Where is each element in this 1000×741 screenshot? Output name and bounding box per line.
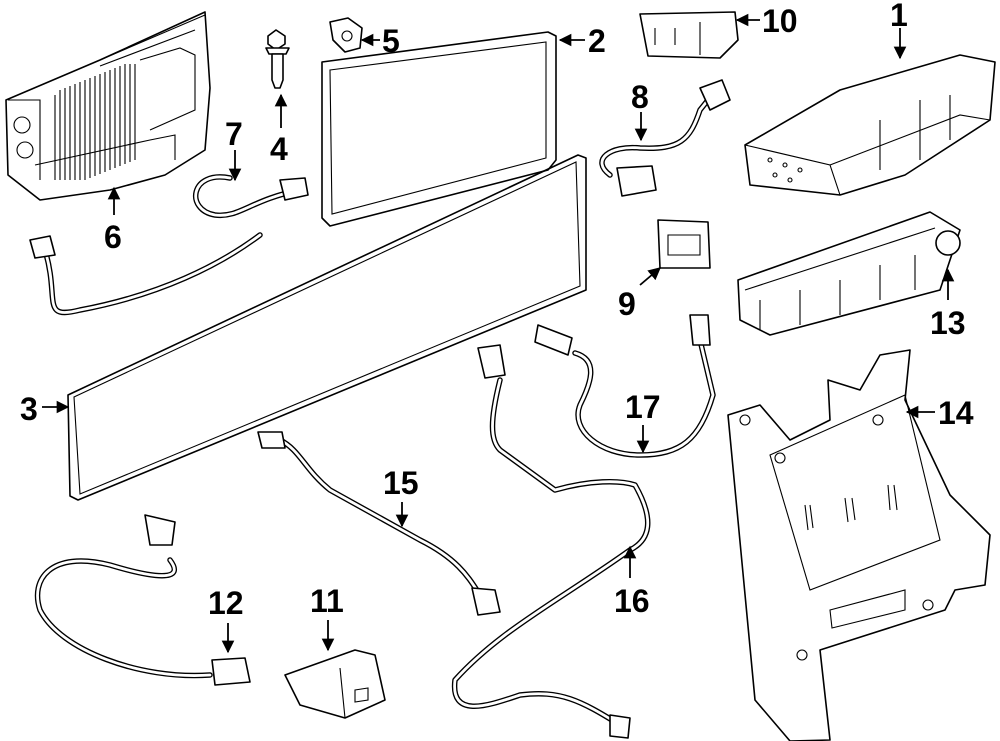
callout-6[interactable]: 6: [104, 219, 122, 255]
part-antenna-cable-15[interactable]: [257, 431, 501, 616]
part-radio-receiver-unit[interactable]: [744, 54, 996, 196]
callout-11[interactable]: 11: [310, 583, 344, 619]
callout-13[interactable]: 13: [930, 305, 966, 341]
callout-2[interactable]: 2: [588, 23, 606, 59]
part-display-bezel-seal[interactable]: [67, 154, 587, 501]
callout-14[interactable]: 14: [938, 395, 974, 431]
part-aux-jack-module[interactable]: [284, 649, 386, 719]
part-switch-module[interactable]: [657, 219, 711, 269]
callout-10[interactable]: 10: [762, 3, 798, 39]
callout-16[interactable]: 16: [614, 583, 650, 619]
callout-15[interactable]: 15: [383, 465, 419, 501]
callout-17[interactable]: 17: [625, 389, 661, 425]
callout-7[interactable]: 7: [225, 116, 243, 152]
part-antenna-cable-17[interactable]: [534, 314, 716, 458]
callout-4[interactable]: 4: [270, 131, 288, 167]
part-control-panel[interactable]: [737, 211, 961, 336]
callout-5[interactable]: 5: [382, 23, 400, 59]
part-wire-harness-7[interactable]: [29, 174, 309, 316]
part-amplifier-module[interactable]: [5, 11, 211, 201]
callout-12[interactable]: 12: [208, 585, 244, 621]
part-wire-harness-12[interactable]: [34, 514, 251, 686]
part-mounting-bracket[interactable]: [727, 349, 991, 741]
callout-leaders: [42, 13, 955, 654]
part-display-screen[interactable]: [321, 31, 557, 227]
callout-8[interactable]: 8: [631, 79, 649, 115]
part-antenna-cable-16[interactable]: [451, 344, 651, 739]
callout-1[interactable]: 1: [890, 0, 908, 33]
part-usb-module[interactable]: [639, 11, 739, 59]
part-wire-harness-8[interactable]: [599, 79, 731, 197]
callout-3[interactable]: 3: [20, 391, 38, 427]
part-clip-nut[interactable]: [329, 17, 363, 53]
callout-labels: 1 2 3 4 5 6 7 8 9 10 11 12 13 14 15 16 1…: [20, 0, 974, 621]
callout-9[interactable]: 9: [618, 286, 636, 322]
part-bolt[interactable]: [265, 29, 290, 89]
